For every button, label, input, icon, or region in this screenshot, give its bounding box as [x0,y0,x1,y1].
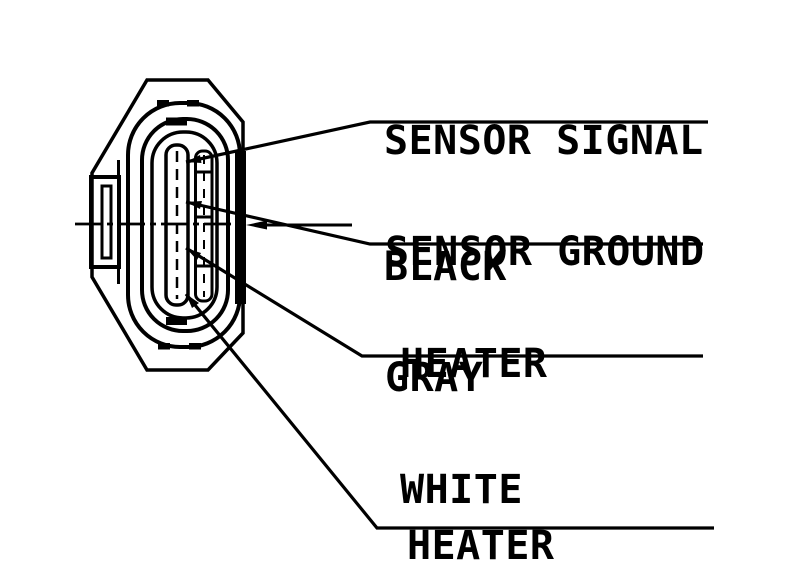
right-wall-bar [235,151,246,304]
datum-arrowhead [246,220,267,230]
wire-label-heater-1: HEATER WHITE [400,259,548,564]
wire-label-sensor-signal: SENSOR SIGNAL BLACK [384,36,704,372]
key-tick-bottom-right [189,343,201,350]
terminal-column [194,149,214,303]
arrowhead-heater-2 [186,294,199,308]
wire-color: WHITE [400,467,523,513]
connector-solid-details [157,100,246,350]
wire-color: BLACK [384,244,507,290]
signal-name: HEATER [407,523,555,564]
leader-heater-2 [184,292,714,530]
key-notch-top [166,117,187,126]
arrowhead-sensor-ground [186,201,202,209]
arrowhead-heater-1 [186,248,201,260]
wire-label-heater-2: HEATER WHITE [407,436,555,564]
leader-sensor-signal [185,120,708,164]
latch-tab-inner [100,184,113,260]
wire-color: GRAY [385,355,484,401]
leader-heater-1 [185,246,703,358]
signal-name: HEATER [400,341,548,387]
latch-tab-outer [89,175,121,269]
leader-lines [184,120,714,530]
leader-sensor-ground [185,200,703,246]
key-tick-bottom-left [158,343,170,350]
signal-name: SENSOR GROUND [385,229,705,275]
leader-arrowheads [186,155,202,308]
arrowhead-sensor-signal [186,155,202,163]
key-tick-top-right [187,100,199,107]
key-notch-bottom [166,317,187,325]
signal-name: SENSOR SIGNAL [384,118,704,164]
key-tick-top-left [157,100,169,107]
center-line-group [75,220,352,230]
wire-label-sensor-ground: SENSOR GROUND GRAY [385,147,705,483]
